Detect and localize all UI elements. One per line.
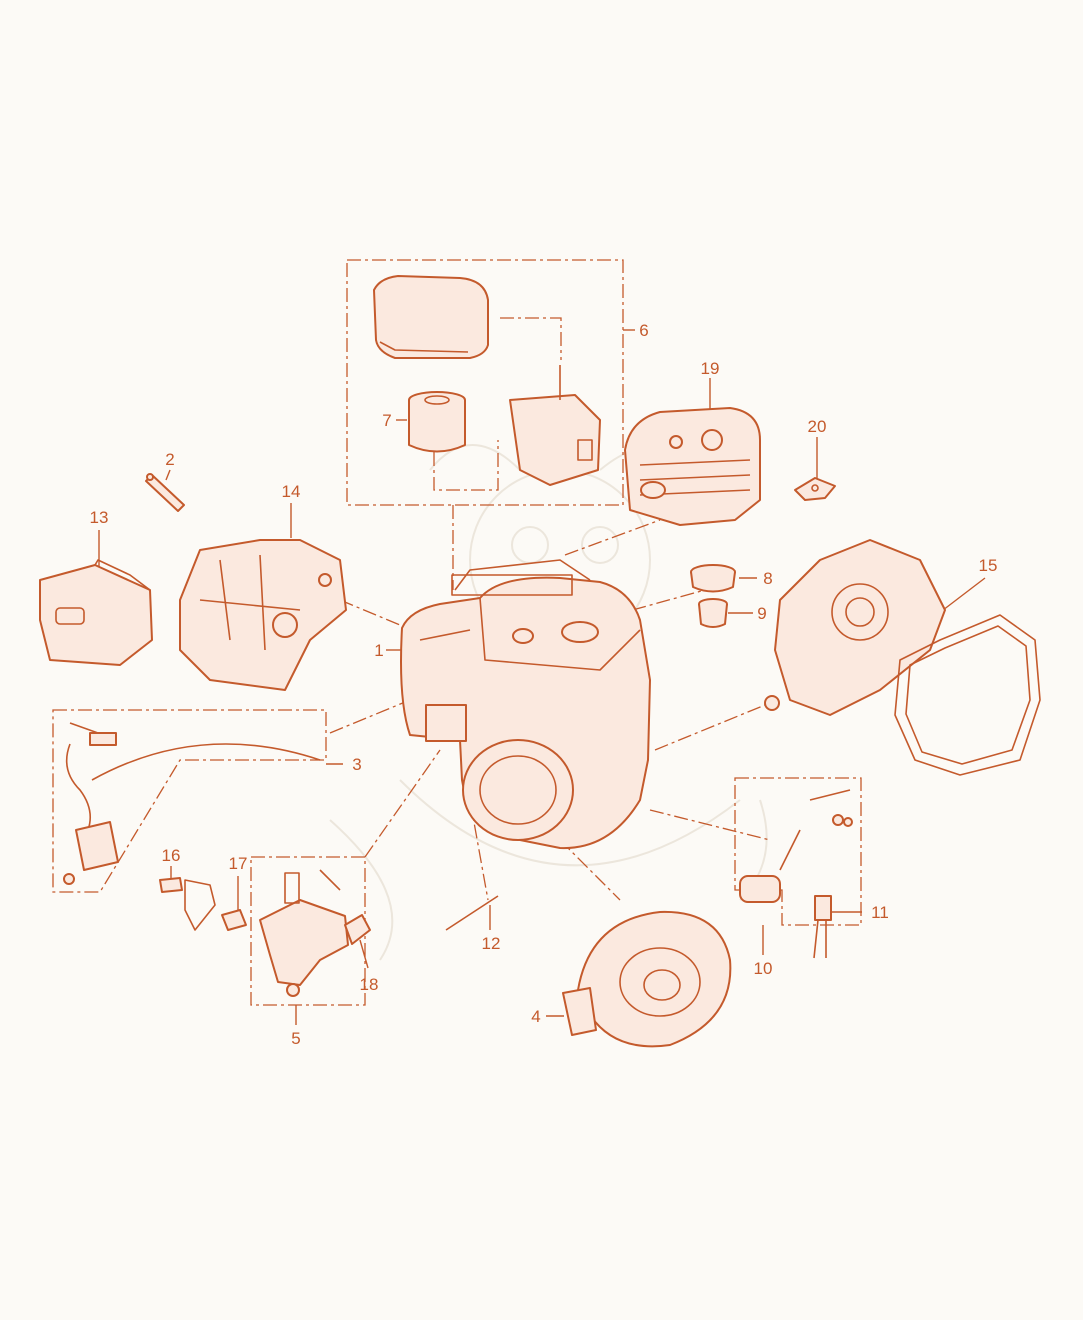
callout-11: 11 xyxy=(871,903,889,922)
part-gasket-18[interactable] xyxy=(344,914,371,945)
group-boxes xyxy=(52,259,862,1006)
part-crankcase-gasket[interactable] xyxy=(894,614,1041,776)
part-ignition-coil[interactable] xyxy=(63,722,321,885)
oil-sensor-group-box xyxy=(734,777,862,926)
part-air-filter-base[interactable] xyxy=(509,365,601,486)
callout-17: 17 xyxy=(229,854,248,873)
callout-1: 1 xyxy=(374,641,383,660)
callout-12: 12 xyxy=(482,934,501,953)
leader-lines xyxy=(98,329,986,1025)
part-crankcase-cover[interactable] xyxy=(764,539,946,716)
part-recoil-starter[interactable] xyxy=(562,910,732,1048)
callout-15: 15 xyxy=(979,556,998,575)
part-throttle-link[interactable] xyxy=(445,895,499,931)
part-gasket-16[interactable] xyxy=(159,877,216,931)
callout-2: 2 xyxy=(165,450,174,469)
callout-18: 18 xyxy=(360,975,379,994)
part-air-filter-element[interactable] xyxy=(408,391,466,453)
callout-7: 7 xyxy=(382,411,391,430)
callout-20: 20 xyxy=(808,417,827,436)
part-muffler[interactable] xyxy=(624,407,761,526)
part-valve-cover[interactable] xyxy=(39,559,153,666)
callout-8: 8 xyxy=(763,569,772,588)
part-air-filter-cover[interactable] xyxy=(373,275,489,359)
part-oil-alert-unit[interactable] xyxy=(813,895,832,959)
callout-16: 16 xyxy=(162,846,181,865)
part-oil-sensor[interactable] xyxy=(739,789,853,903)
part-spark-plug[interactable] xyxy=(145,473,185,512)
air-filter-element-box xyxy=(433,440,499,491)
callout-3: 3 xyxy=(352,755,361,774)
carburetor-group-box xyxy=(250,856,366,1006)
air-filter-group-box xyxy=(346,259,624,506)
part-engine-block[interactable] xyxy=(400,559,651,850)
callout-5: 5 xyxy=(291,1029,300,1048)
part-oil-filler-cap[interactable] xyxy=(690,564,736,593)
callout-13: 13 xyxy=(90,508,109,527)
callout-6: 6 xyxy=(639,321,648,340)
air-filter-inner-box xyxy=(500,317,562,360)
callout-10: 10 xyxy=(754,959,773,978)
part-cylinder-head[interactable] xyxy=(179,539,347,691)
ignition-coil-group-box xyxy=(52,709,327,893)
part-gasket-17[interactable] xyxy=(221,909,247,931)
callout-19: 19 xyxy=(701,359,720,378)
callout-9: 9 xyxy=(757,604,766,623)
part-carburetor[interactable] xyxy=(259,869,349,997)
part-muffler-gasket[interactable] xyxy=(794,477,836,501)
callout-14: 14 xyxy=(282,482,301,501)
part-oil-strainer[interactable] xyxy=(698,598,728,628)
callout-4: 4 xyxy=(531,1007,540,1026)
callout-labels: 1 2 3 4 5 6 7 8 9 10 11 12 13 14 15 16 1… xyxy=(90,321,998,1048)
